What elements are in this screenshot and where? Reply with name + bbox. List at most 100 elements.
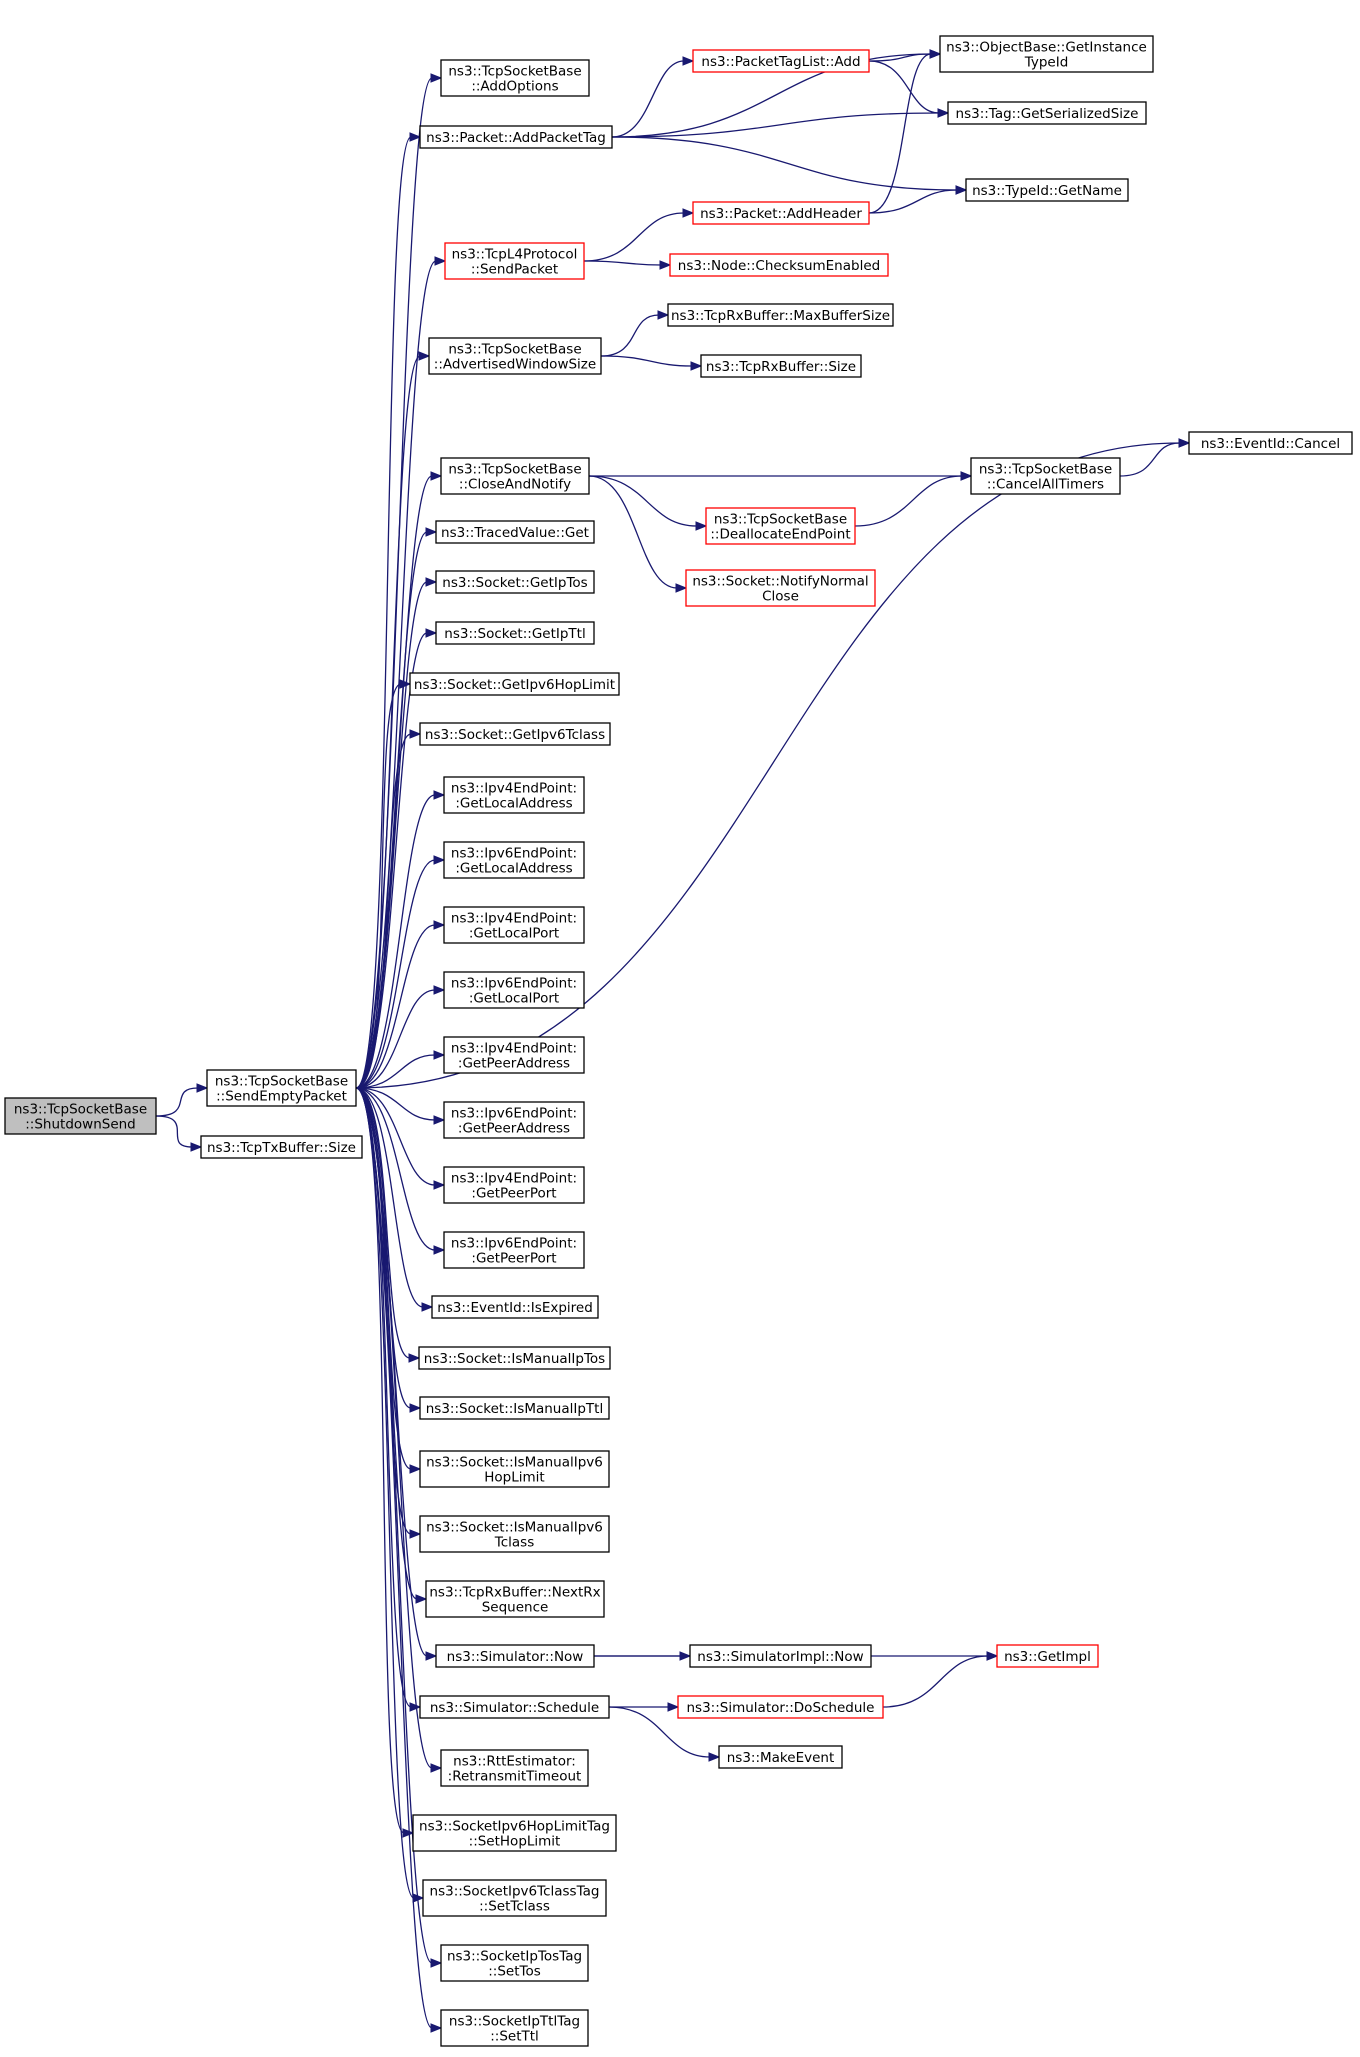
node-label: ns3::EventId::IsExpired xyxy=(437,1300,593,1316)
node-rxsize[interactable]: ns3::TcpRxBuffer::Size xyxy=(700,354,862,378)
node-addoptions[interactable]: ns3::TcpSocketBase::AddOptions xyxy=(440,59,590,97)
node-box xyxy=(419,1396,610,1420)
node-label: ns3::TcpRxBuffer::Size xyxy=(706,359,856,375)
node-ismaniptos[interactable]: ns3::Socket::IsManualIpTos xyxy=(418,1346,611,1370)
node-ismanipttl[interactable]: ns3::Socket::IsManualIpTtl xyxy=(419,1396,610,1420)
edge-line xyxy=(868,189,958,214)
edge-line xyxy=(355,1087,436,1251)
node-simnow[interactable]: ns3::Simulator::Now xyxy=(435,1644,595,1668)
node-label: ns3::TcpL4Protocol xyxy=(452,247,578,263)
node-settclass[interactable]: ns3::SocketIpv6TclassTag::SetTclass xyxy=(422,1879,607,1917)
arrowhead xyxy=(421,1302,434,1312)
arrowhead xyxy=(986,1651,999,1661)
node-ip6peerport[interactable]: ns3::Ipv6EndPoint::GetPeerPort xyxy=(443,1231,585,1269)
node-box xyxy=(996,1644,1099,1668)
node-box xyxy=(965,178,1129,202)
node-getipv6tc[interactable]: ns3::Socket::GetIpv6Tclass xyxy=(419,722,611,746)
arrowhead xyxy=(657,310,670,320)
node-label: ns3::Simulator::Now xyxy=(447,1649,584,1665)
edge-sendempty-to-ip4peerport xyxy=(355,1087,446,1190)
edge-line xyxy=(155,1115,193,1148)
node-doschedule[interactable]: ns3::Simulator::DoSchedule xyxy=(677,1695,884,1719)
node-label: ns3::TcpSocketBase xyxy=(714,512,847,528)
node-taggetser[interactable]: ns3::Tag::GetSerializedSize xyxy=(947,101,1147,125)
edge-line xyxy=(611,136,958,191)
node-label: ns3::Node::ChecksumEnabled xyxy=(678,258,880,274)
node-typeidname[interactable]: ns3::TypeId::GetName xyxy=(965,178,1129,202)
node-box xyxy=(440,1749,589,1787)
node-label: :GetPeerPort xyxy=(471,1251,556,1267)
node-eventcancel[interactable]: ns3::EventId::Cancel xyxy=(1188,431,1353,455)
node-label: HopLimit xyxy=(484,1470,544,1486)
node-maxbuf[interactable]: ns3::TcpRxBuffer::MaxBufferSize xyxy=(667,303,894,327)
node-box xyxy=(428,337,602,375)
node-settos[interactable]: ns3::SocketIpTosTag::SetTos xyxy=(440,1944,589,1982)
node-sethoplimit[interactable]: ns3::SocketIpv6HopLimitTag::SetHopLimit xyxy=(412,1814,617,1852)
node-box xyxy=(443,1166,585,1204)
edge-sendempty-to-ip6peerport xyxy=(355,1087,446,1255)
node-getipv6hop[interactable]: ns3::Socket::GetIpv6HopLimit xyxy=(409,672,620,696)
edge-line xyxy=(355,859,436,1089)
node-advwin[interactable]: ns3::TcpSocketBase::AdvertisedWindowSize xyxy=(428,337,602,375)
arrowhead xyxy=(425,527,438,537)
node-layer: ns3::TcpSocketBase::ShutdownSendns3::Tcp… xyxy=(4,35,1353,2047)
node-label: ns3::TcpSocketBase xyxy=(448,342,581,358)
node-label: ns3::Packet::AddHeader xyxy=(700,206,862,222)
node-box xyxy=(419,1515,610,1553)
node-addheader[interactable]: ns3::Packet::AddHeader xyxy=(692,201,870,225)
node-label: :GetPeerAddress xyxy=(458,1056,570,1072)
edge-sendempty-to-setttl xyxy=(355,1087,443,2033)
arrowhead xyxy=(415,1594,428,1604)
edge-addheader-to-objgetinst xyxy=(868,49,942,214)
node-label: ns3::Socket::NotifyNormal xyxy=(692,574,868,590)
node-isexpired[interactable]: ns3::EventId::IsExpired xyxy=(431,1295,599,1319)
node-checksum[interactable]: ns3::Node::ChecksumEnabled xyxy=(669,253,889,277)
arrowhead xyxy=(433,920,446,930)
node-box xyxy=(435,520,595,544)
node-label: ns3::TcpRxBuffer::MaxBufferSize xyxy=(671,308,890,324)
node-cancelall[interactable]: ns3::TcpSocketBase::CancelAllTimers xyxy=(970,457,1121,495)
node-sendpacket[interactable]: ns3::TcpL4Protocol::SendPacket xyxy=(444,242,585,280)
arrowhead xyxy=(937,108,950,118)
node-getiptos[interactable]: ns3::Socket::GetIpTos xyxy=(435,570,595,594)
node-box xyxy=(700,354,862,378)
node-addpackettag[interactable]: ns3::Packet::AddPacketTag xyxy=(419,125,613,149)
arrowhead xyxy=(409,1403,422,1413)
node-sendempty[interactable]: ns3::TcpSocketBase::SendEmptyPacket xyxy=(206,1069,357,1107)
arrowhead xyxy=(690,361,703,371)
node-rtttimeout[interactable]: ns3::RttEstimator::RetransmitTimeout xyxy=(440,1749,589,1787)
node-ip4localaddr[interactable]: ns3::Ipv4EndPoint::GetLocalAddress xyxy=(443,776,585,814)
node-getipttl[interactable]: ns3::Socket::GetIpTtl xyxy=(435,621,595,645)
node-ip4peerport[interactable]: ns3::Ipv4EndPoint::GetPeerPort xyxy=(443,1166,585,1204)
node-dealloc[interactable]: ns3::TcpSocketBase::DeallocateEndPoint xyxy=(705,507,856,545)
node-ip6localport[interactable]: ns3::Ipv6EndPoint::GetLocalPort xyxy=(443,971,585,1009)
node-box xyxy=(705,507,856,545)
node-simimplnow[interactable]: ns3::SimulatorImpl::Now xyxy=(689,1644,872,1668)
node-makeevent[interactable]: ns3::MakeEvent xyxy=(718,1745,843,1769)
node-root[interactable]: ns3::TcpSocketBase::ShutdownSend xyxy=(4,1097,157,1135)
node-ptladd[interactable]: ns3::PacketTagList::Add xyxy=(692,49,870,73)
edge-line xyxy=(611,112,940,138)
arrowhead xyxy=(433,855,446,865)
node-ip6peeraddr[interactable]: ns3::Ipv6EndPoint::GetPeerAddress xyxy=(443,1101,585,1139)
node-label: ::CancelAllTimers xyxy=(987,477,1104,493)
node-ip4peeraddr[interactable]: ns3::Ipv4EndPoint::GetPeerAddress xyxy=(443,1036,585,1074)
node-getimpl[interactable]: ns3::GetImpl xyxy=(996,1644,1099,1668)
node-ip6localaddr[interactable]: ns3::Ipv6EndPoint::GetLocalAddress xyxy=(443,841,585,879)
node-txsize[interactable]: ns3::TcpTxBuffer::Size xyxy=(200,1135,363,1159)
node-ip4localport[interactable]: ns3::Ipv4EndPoint::GetLocalPort xyxy=(443,906,585,944)
arrowhead xyxy=(433,1245,446,1255)
node-closenotify[interactable]: ns3::TcpSocketBase::CloseAndNotify xyxy=(440,457,590,495)
node-box xyxy=(443,776,585,814)
node-setttl[interactable]: ns3::SocketIpTtlTag::SetTtl xyxy=(440,2009,589,2047)
node-box xyxy=(443,1101,585,1139)
node-label: ns3::Ipv4EndPoint: xyxy=(451,781,577,797)
node-simschedule[interactable]: ns3::Simulator::Schedule xyxy=(419,1695,610,1719)
node-tracedget[interactable]: ns3::TracedValue::Get xyxy=(435,520,595,544)
node-box xyxy=(685,569,876,607)
